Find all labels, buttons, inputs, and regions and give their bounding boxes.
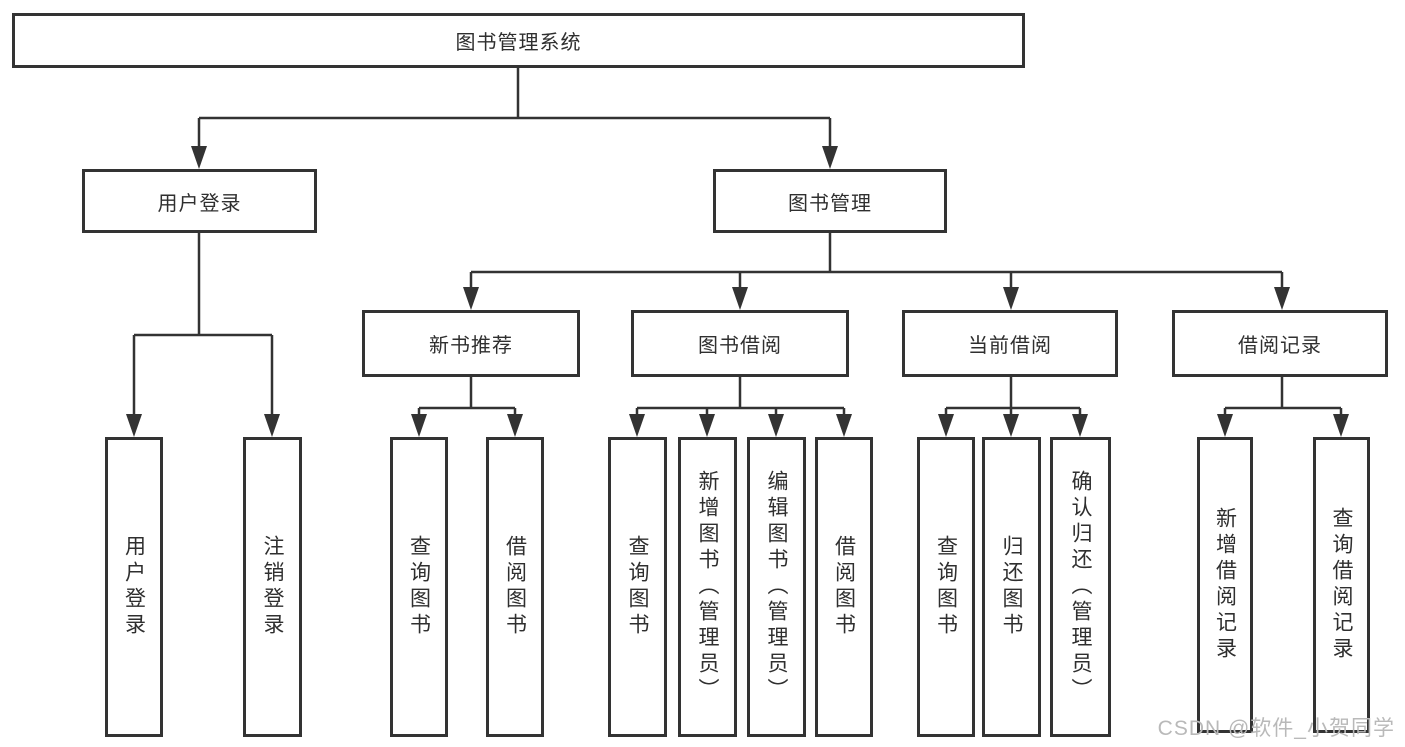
node-current-borrow-label: 当前借阅	[968, 335, 1052, 357]
node-new-book-recommend-label: 新书推荐	[429, 335, 513, 357]
node-borrow-records-label: 借阅记录	[1238, 335, 1322, 357]
leaf-label: 查询图书	[934, 535, 958, 639]
leaf-label: 查询图书	[407, 535, 431, 639]
leaf-label: 确认归还（管理员）	[1069, 470, 1093, 704]
leaf-query-books-2: 查询图书	[608, 437, 667, 737]
leaf-query-books-3: 查询图书	[917, 437, 975, 737]
node-new-book-recommend: 新书推荐	[362, 310, 580, 377]
leaf-borrow-books-1: 借阅图书	[486, 437, 544, 737]
node-user-login-label: 用户登录	[157, 192, 242, 215]
leaf-edit-books-admin: 编辑图书（管理员）	[747, 437, 806, 737]
connector-edges	[132, 68, 1343, 416]
node-book-borrow: 图书借阅	[631, 310, 849, 377]
node-root: 图书管理系统	[12, 13, 1025, 68]
node-borrow-records: 借阅记录	[1172, 310, 1388, 377]
leaf-label: 用户登录	[122, 535, 146, 639]
node-current-borrow: 当前借阅	[902, 310, 1118, 377]
leaf-label: 归还图书	[1000, 535, 1024, 639]
node-root-label: 图书管理系统	[455, 32, 582, 54]
csdn-watermark: CSDN @软件_小贺同学	[1157, 717, 1395, 740]
leaf-user-login: 用户登录	[105, 437, 163, 737]
arrowheads	[126, 146, 1349, 437]
leaf-label: 注销登录	[261, 535, 285, 639]
leaf-query-books-1: 查询图书	[390, 437, 448, 737]
leaf-label: 借阅图书	[832, 535, 856, 639]
leaf-confirm-return-admin: 确认归还（管理员）	[1050, 437, 1111, 737]
leaf-label: 借阅图书	[503, 535, 527, 639]
node-book-management-label: 图书管理	[788, 192, 872, 215]
leaf-label: 查询图书	[626, 535, 650, 639]
node-book-borrow-label: 图书借阅	[698, 335, 782, 357]
leaf-logout: 注销登录	[243, 437, 302, 737]
leaf-add-books-admin: 新增图书（管理员）	[678, 437, 737, 737]
leaf-label: 新增借阅记录	[1213, 507, 1237, 663]
leaf-return-books: 归还图书	[982, 437, 1041, 737]
leaf-add-borrow-record: 新增借阅记录	[1197, 437, 1253, 733]
leaf-query-borrow-record: 查询借阅记录	[1313, 437, 1370, 733]
leaf-label: 新增图书（管理员）	[696, 470, 720, 704]
node-book-management: 图书管理	[713, 169, 947, 233]
node-user-login: 用户登录	[82, 169, 317, 233]
leaf-borrow-books-2: 借阅图书	[815, 437, 873, 737]
leaf-label: 查询借阅记录	[1330, 507, 1354, 663]
leaf-label: 编辑图书（管理员）	[765, 470, 789, 704]
